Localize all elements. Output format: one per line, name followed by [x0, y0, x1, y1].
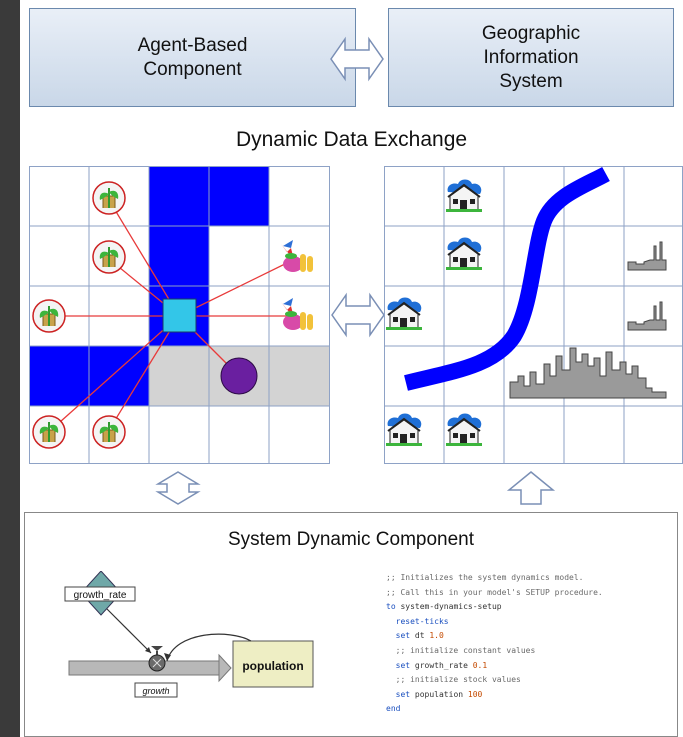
code-token: set	[386, 631, 411, 641]
agent-based-grid	[29, 166, 330, 464]
converter-label-box	[64, 586, 136, 602]
horizontal-double-arrow-icon-middle	[331, 292, 385, 338]
people-icon	[281, 298, 313, 330]
code-token: ;; Initializes the system dynamics model…	[386, 573, 584, 582]
house-icon	[446, 237, 482, 270]
house-icon	[386, 297, 422, 330]
feedback-link	[166, 633, 252, 662]
agent-circle	[220, 357, 258, 395]
city-skyline-icon	[509, 347, 667, 399]
code-token: dt	[410, 631, 430, 641]
code-token: end	[386, 704, 401, 714]
farm-icon	[32, 299, 66, 333]
converter-label: growth_rate	[74, 590, 127, 601]
code-line: ;; initialize stock values	[386, 673, 603, 688]
factory-icon	[627, 241, 667, 271]
gis-box: Geographic Information System	[388, 8, 674, 107]
up-arrow-icon	[506, 471, 556, 505]
agent-based-component-label: Agent-Based Component	[137, 34, 248, 80]
farm-icon	[32, 415, 66, 449]
code-line: end	[386, 702, 603, 717]
code-token: to	[386, 602, 396, 612]
house-icon	[446, 179, 482, 212]
horizontal-double-arrow-icon-top	[330, 36, 384, 82]
stock-box	[232, 640, 314, 688]
system-dynamic-component-box: System Dynamic Component growth_rate pop…	[24, 512, 678, 737]
stock-label: population	[242, 659, 303, 673]
vertical-double-arrow-icon	[155, 471, 201, 505]
code-line: set dt 1.0	[386, 629, 603, 644]
code-line: to system-dynamics-setup	[386, 600, 603, 615]
water-cell	[209, 166, 269, 226]
valve-top	[151, 646, 163, 651]
code-token: ;; Call this in your model's SETUP proce…	[386, 587, 603, 597]
code-token: set	[386, 689, 411, 699]
house-icon	[446, 413, 482, 446]
people-icon	[281, 240, 313, 272]
code-line: reset-ticks	[386, 615, 603, 630]
focal-agent-square	[162, 298, 197, 333]
farm-icon	[92, 415, 126, 449]
farm-icon	[92, 240, 126, 274]
agent-based-component-box: Agent-Based Component	[29, 8, 356, 107]
system-dynamic-component-title: System Dynamic Component	[227, 529, 475, 550]
house-icon	[386, 413, 422, 446]
code-token: set	[386, 660, 411, 670]
code-line: set growth_rate 0.1	[386, 659, 603, 674]
flow-arrowhead	[218, 653, 232, 683]
factory-icon	[627, 301, 667, 331]
code-token: growth_rate	[410, 660, 473, 670]
gis-grid	[384, 166, 683, 464]
stock-flow-diagram: growth_rate population growth	[64, 571, 314, 698]
code-token: 0.1	[472, 660, 488, 670]
code-line: ;; Call this in your model's SETUP proce…	[386, 586, 603, 601]
code-token: 100	[467, 689, 483, 699]
code-token: population	[410, 689, 468, 699]
code-line: ;; Initializes the system dynamics model…	[386, 571, 603, 586]
code-line: ;; initialize constant values	[386, 644, 603, 659]
netlogo-code-block: ;; Initializes the system dynamics model…	[386, 571, 603, 717]
river-line	[404, 166, 610, 391]
code-token: system-dynamics-setup	[395, 602, 502, 612]
converter-link	[106, 608, 152, 654]
flow-label: growth	[142, 686, 169, 696]
code-line: set population 100	[386, 688, 603, 703]
flow-pipe	[68, 660, 220, 676]
code-token: 1.0	[429, 631, 444, 641]
gis-label: Geographic Information System	[481, 22, 581, 92]
code-token: ;; initialize stock values	[386, 675, 521, 685]
code-token: ;; initialize constant values	[386, 645, 536, 655]
dynamic-data-exchange-title: Dynamic Data Exchange	[235, 128, 468, 151]
flow-label-box	[134, 682, 178, 698]
farm-icon	[92, 181, 126, 215]
diagram-canvas: Agent-Based Component Geographic Informa…	[20, 0, 683, 737]
code-token: reset-ticks	[386, 616, 449, 626]
